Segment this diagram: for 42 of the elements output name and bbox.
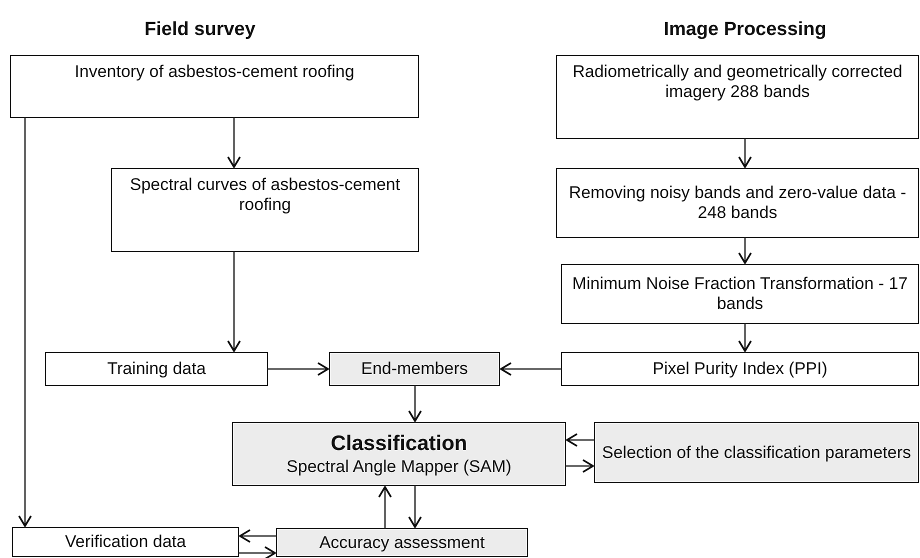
arrow bbox=[408, 386, 422, 422]
box-text: Training data bbox=[107, 359, 206, 379]
process-box bbox=[556, 55, 919, 139]
arrow bbox=[500, 362, 561, 376]
box-text: Minimum Noise Fraction Transformation - 17 bands bbox=[571, 274, 909, 314]
arrow bbox=[738, 324, 752, 352]
process-box bbox=[45, 352, 268, 386]
box-text: Inventory of asbestos-cement roofing bbox=[74, 62, 354, 82]
arrow bbox=[738, 238, 752, 264]
box-text: Removing noisy bands and zero-value data - 248 bands bbox=[568, 183, 908, 223]
process-box bbox=[232, 422, 566, 486]
process-box bbox=[111, 168, 419, 252]
box-text: Radiometrically and geometrically corrected imagery 288 bands bbox=[572, 62, 904, 102]
process-box bbox=[12, 527, 239, 557]
arrow bbox=[738, 139, 752, 168]
arrow bbox=[566, 459, 594, 473]
arrow bbox=[566, 433, 594, 447]
box-text: End-members bbox=[361, 359, 468, 379]
process-box bbox=[276, 528, 528, 557]
arrow bbox=[18, 118, 32, 527]
arrow bbox=[378, 486, 392, 528]
box-text: Pixel Purity Index (PPI) bbox=[652, 359, 828, 379]
process-box bbox=[561, 352, 919, 386]
box-text: Accuracy assessment bbox=[319, 532, 485, 552]
process-box bbox=[329, 352, 500, 386]
process-box bbox=[561, 264, 919, 324]
column-heading: Field survey bbox=[144, 18, 256, 42]
arrow bbox=[268, 362, 329, 376]
arrow bbox=[239, 546, 276, 558]
column-heading: Image Processing bbox=[662, 18, 828, 42]
arrow bbox=[408, 486, 422, 528]
process-box bbox=[10, 55, 419, 118]
process-box bbox=[594, 422, 919, 483]
box-heading: Classification bbox=[330, 431, 468, 457]
box-text: Spectral Angle Mapper (SAM) bbox=[286, 457, 512, 477]
box-text: Selection of the classification parameters bbox=[602, 442, 911, 462]
box-text: Verification data bbox=[65, 532, 186, 552]
arrow bbox=[239, 529, 276, 543]
arrow bbox=[227, 118, 241, 168]
box-text: Spectral curves of asbestos-cement roofing bbox=[128, 175, 402, 215]
arrow bbox=[227, 252, 241, 352]
process-box bbox=[556, 168, 919, 238]
